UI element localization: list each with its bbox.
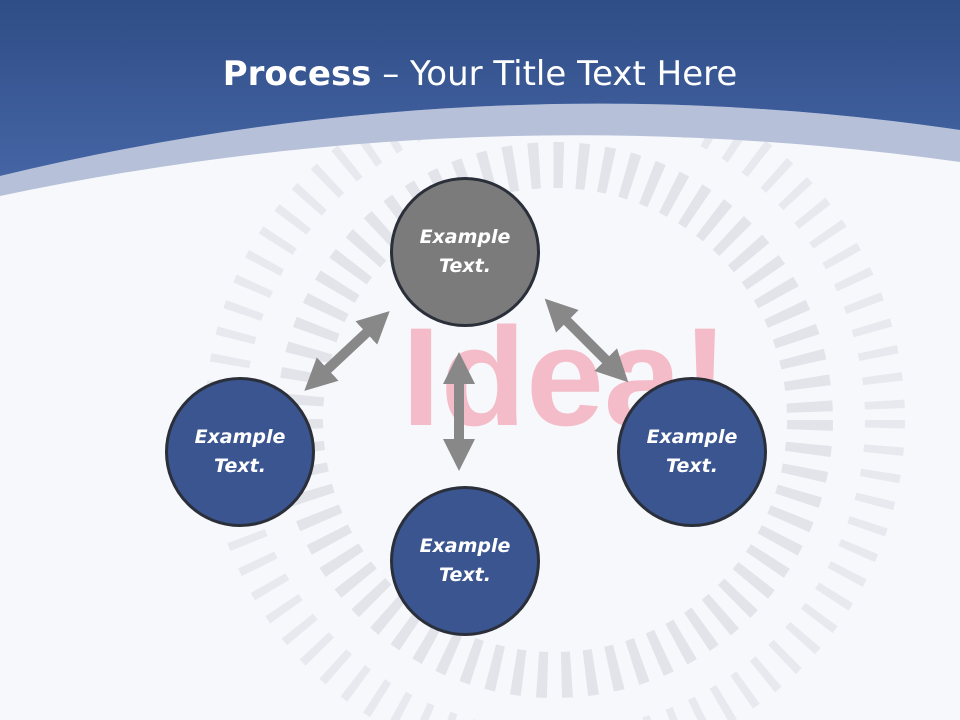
process-node-bottom: Example Text.	[390, 486, 540, 636]
process-node-top: Example Text.	[390, 177, 540, 327]
arrow-top-right	[544, 298, 629, 383]
arrow-top-left	[304, 311, 390, 391]
node-bottom-line1: Example	[419, 535, 511, 557]
slide-title: Process – Your Title Text Here	[0, 52, 960, 96]
node-top-line1: Example	[419, 226, 511, 248]
header-arc-light	[0, 103, 960, 196]
node-top-line2: Text.	[439, 255, 491, 277]
title-bold: Process	[222, 54, 372, 94]
node-left-line1: Example	[194, 426, 286, 448]
node-bottom-line2: Text.	[439, 564, 491, 586]
header-band	[0, 0, 960, 176]
node-right-line2: Text.	[666, 455, 718, 477]
node-left-line2: Text.	[214, 455, 266, 477]
node-right-line1: Example	[646, 426, 738, 448]
title-rest: – Your Title Text Here	[371, 54, 738, 94]
process-node-right: Example Text.	[617, 377, 767, 527]
process-node-left: Example Text.	[165, 377, 315, 527]
